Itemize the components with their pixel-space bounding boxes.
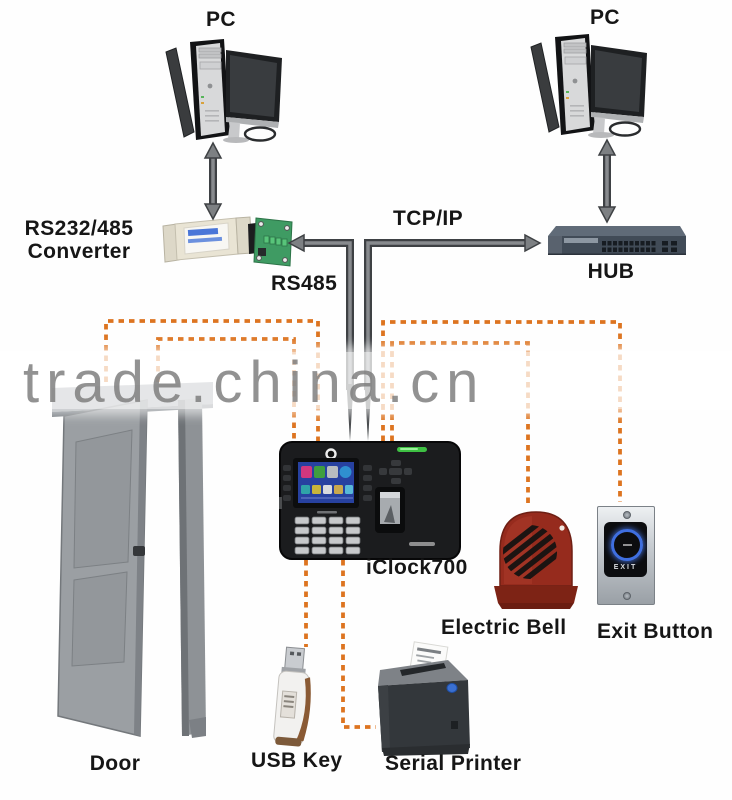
keyboard-icon xyxy=(165,47,195,138)
keypad xyxy=(294,516,361,555)
electric-bell-label: Electric Bell xyxy=(441,616,567,639)
converter-image xyxy=(160,212,295,270)
watermark-text: trade.china.cn xyxy=(23,350,486,415)
door-panel-icon xyxy=(57,399,148,737)
door-label: Door xyxy=(89,752,141,775)
screw-icon xyxy=(623,511,631,519)
screw-icon xyxy=(623,592,631,600)
double-arrow-right xyxy=(597,138,617,224)
converter-label-line2: Converter xyxy=(27,240,131,263)
mouse-cable-icon xyxy=(608,121,642,137)
pc-left-label: PC xyxy=(206,8,236,31)
usb-key-label: USB Key xyxy=(251,749,343,772)
usb-flash-drive-icon xyxy=(273,646,311,747)
device-brand-mark xyxy=(409,542,435,546)
pc-left-image xyxy=(160,36,288,144)
sensor-text-mark xyxy=(623,544,632,546)
pc-right-label: PC xyxy=(590,6,620,29)
iclock700-device xyxy=(279,441,461,560)
exit-touch-area: EXIT xyxy=(604,522,647,577)
watermark-band: trade.china.cn xyxy=(0,350,732,415)
double-arrow-left xyxy=(203,141,223,221)
rs485-label: RS485 xyxy=(271,272,338,295)
fingerprint-sensor-icon xyxy=(375,487,405,533)
iclock700-label: iClock700 xyxy=(366,556,468,579)
keyboard-icon xyxy=(530,42,560,133)
serial-printer-image xyxy=(372,640,476,756)
screen-caption-mark xyxy=(317,511,337,514)
hub-image xyxy=(540,222,688,262)
wire-serial-printer xyxy=(341,560,376,729)
wire-electric-bell xyxy=(390,341,530,506)
converter-body-icon xyxy=(162,216,253,263)
converter-label: RS232/485 Converter xyxy=(2,217,156,263)
exit-button-label: Exit Button xyxy=(597,620,714,643)
wire-exit-button xyxy=(381,320,622,502)
nav-buttons xyxy=(379,460,412,484)
monitor-icon xyxy=(223,50,282,143)
monitor-icon xyxy=(588,45,647,138)
pc-right-image xyxy=(525,31,653,139)
switch-icon xyxy=(548,226,686,255)
tcpip-label: TCP/IP xyxy=(393,207,464,230)
pcb-terminal-icon xyxy=(253,217,293,267)
device-screen xyxy=(293,458,359,508)
exit-button-image: EXIT xyxy=(597,506,655,605)
hub-label: HUB xyxy=(587,260,635,283)
usb-key-image xyxy=(272,644,326,754)
exit-plate-text: EXIT xyxy=(613,564,638,571)
door-image xyxy=(52,380,214,748)
status-led xyxy=(397,447,427,452)
mouse-cable-icon xyxy=(243,126,277,142)
printer-body-icon xyxy=(378,660,470,756)
tower-icon xyxy=(555,34,595,135)
touch-sensor-ring-icon xyxy=(611,529,643,561)
cable-rs485 xyxy=(287,233,354,390)
tower-icon xyxy=(190,39,230,140)
side-port xyxy=(279,497,282,509)
converter-label-line1: RS232/485 xyxy=(24,217,134,240)
cable-tcpip xyxy=(364,233,542,390)
bell-icon xyxy=(494,511,578,609)
door-handle-icon xyxy=(133,546,145,556)
side-buttons xyxy=(283,465,372,501)
serial-printer-label: Serial Printer xyxy=(385,752,522,775)
electric-bell-image xyxy=(490,506,582,610)
